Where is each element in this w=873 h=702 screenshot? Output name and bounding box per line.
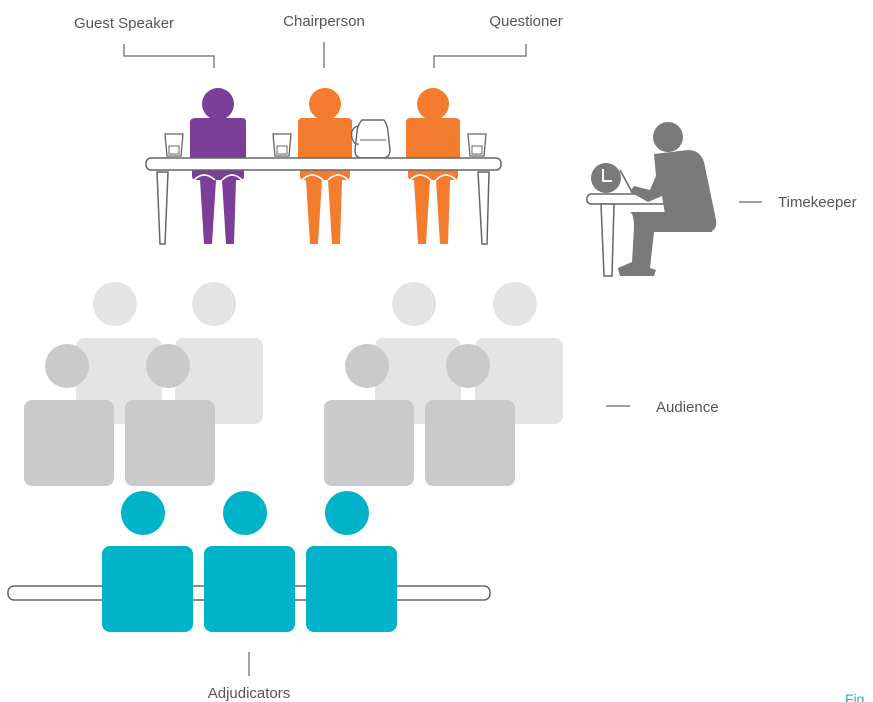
questioner-torso	[406, 118, 460, 158]
adjudicator-body	[102, 546, 193, 632]
questioner-figure	[406, 88, 460, 244]
chairperson-legs	[300, 168, 350, 244]
panel-table-top	[145, 157, 502, 171]
figure-caption: Fig	[845, 691, 864, 702]
timekeeper-label: Timekeeper	[778, 194, 857, 211]
guest-speaker-leader-line	[123, 44, 215, 68]
guest-speaker-knees	[193, 174, 243, 181]
adjudicators-label: Adjudicators	[208, 685, 291, 702]
clock-icon	[591, 163, 621, 193]
guest-speaker-head	[202, 88, 234, 120]
chairperson-figure	[298, 88, 352, 244]
table-leg-right	[477, 171, 490, 245]
adjudicator-body	[204, 546, 295, 632]
adjudicator-head	[121, 491, 165, 535]
audience-member-front	[24, 344, 114, 486]
adjudicator-figure	[102, 491, 193, 632]
chairperson-head	[309, 88, 341, 120]
audience-member-front	[425, 344, 515, 486]
guest-speaker-figure	[190, 88, 246, 244]
panel-table	[156, 171, 490, 245]
water-jug-icon	[350, 119, 391, 159]
timekeeper-legs	[618, 212, 712, 276]
guest-speaker-torso	[190, 118, 246, 158]
audience-member-front	[324, 344, 414, 486]
guest-speaker-label: Guest Speaker	[74, 15, 174, 32]
chairperson-label: Chairperson	[283, 13, 365, 30]
questioner-label: Questioner	[489, 13, 562, 30]
chairperson-knees	[301, 174, 349, 181]
timekeeper-desk-leg	[600, 203, 615, 277]
questioner-leader-line	[433, 44, 527, 68]
adjudicator-body	[306, 546, 397, 632]
timekeeper-figure	[586, 122, 717, 277]
audience-label: Audience	[656, 399, 719, 416]
audience-member-front	[125, 344, 215, 486]
questioner-knees	[409, 174, 457, 181]
guest-speaker-legs	[192, 168, 244, 244]
adjudicator-figure	[306, 491, 397, 632]
adjudicator-figure	[204, 491, 295, 632]
table-leg-left	[156, 171, 169, 245]
timekeeper-head	[653, 122, 683, 152]
chairperson-torso	[298, 118, 352, 158]
drinking-glass-icon	[164, 133, 184, 157]
audience-group-left	[24, 282, 263, 486]
audience-group-right	[324, 282, 563, 486]
adjudicator-head	[223, 491, 267, 535]
drinking-glass-icon	[272, 133, 292, 157]
questioner-legs	[408, 168, 458, 244]
drinking-glass-icon	[467, 133, 487, 157]
adjudicator-head	[325, 491, 369, 535]
questioner-head	[417, 88, 449, 120]
timekeeper-body	[630, 150, 717, 232]
